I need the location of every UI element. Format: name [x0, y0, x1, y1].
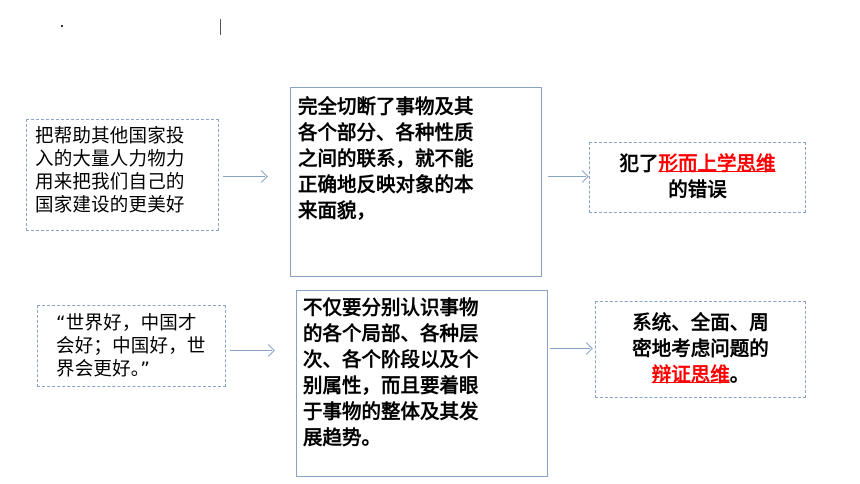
box2-line: 来面貌， — [298, 199, 377, 222]
box5-line: 别属性，而且要着眼 — [303, 374, 479, 397]
box6-line1: 系统、全面、周 — [632, 311, 769, 334]
box3-prefix: 犯了 — [619, 152, 659, 175]
box2-line: 完全切断了事物及其 — [298, 95, 474, 118]
analysis-box-2: 不仅要分别认识事物 的各个局部、各种层 次、各个阶段以及个 别属性，而且要着眼 … — [296, 290, 548, 477]
decor-bar — [220, 19, 221, 35]
box3-suffix: 的错误 — [668, 178, 727, 201]
box1-line: 入的大量人力物力 — [35, 149, 185, 170]
conclusion-box-1: 犯了形而上学思维 的错误 — [589, 142, 806, 213]
box6-line2: 密地考虑问题的 — [632, 337, 769, 360]
box5-line: 的各个局部、各种层 — [303, 322, 479, 345]
box2-line: 正确地反映对象的本 — [298, 173, 474, 196]
box5-line: 展趋势。 — [303, 426, 382, 449]
analysis-box-1: 完全切断了事物及其 各个部分、各种性质 之间的联系，就不能 正确地反映对象的本 … — [290, 87, 542, 277]
box5-line: 于事物的整体及其发 — [303, 400, 479, 423]
box4-line: “世界好，中国才 — [56, 313, 197, 334]
arrow-1 — [223, 176, 265, 177]
box2-line: 之间的联系，就不能 — [298, 147, 474, 170]
box5-line: 次、各个阶段以及个 — [303, 348, 479, 371]
box1-line: 国家建设的更美好 — [35, 195, 185, 216]
quote-box: “世界好，中国才 会好；中国好，世 界会更好。” — [37, 305, 226, 387]
arrow-2 — [548, 176, 586, 177]
box4-line: 界会更好。” — [56, 359, 151, 380]
arrow-3 — [230, 350, 272, 351]
conclusion-box-2: 系统、全面、周 密地考虑问题的 辩证思维。 — [595, 301, 806, 398]
box5-line: 不仅要分别认识事物 — [303, 296, 479, 319]
box1-line: 把帮助其他国家投 — [35, 126, 185, 147]
example-box-1: 把帮助其他国家投 入的大量人力物力 用来把我们自己的 国家建设的更美好 — [26, 119, 219, 231]
box6-suffix: 。 — [729, 363, 750, 386]
box2-line: 各个部分、各种性质 — [298, 121, 474, 144]
dialectical-thinking-highlight: 辩证思维 — [651, 363, 730, 386]
arrow-4 — [550, 348, 590, 349]
metaphysical-thinking-highlight: 形而上学思维 — [658, 152, 776, 175]
box4-line: 会好；中国好，世 — [56, 336, 206, 357]
decor-dot — [61, 25, 63, 27]
box1-line: 用来把我们自己的 — [35, 172, 185, 193]
